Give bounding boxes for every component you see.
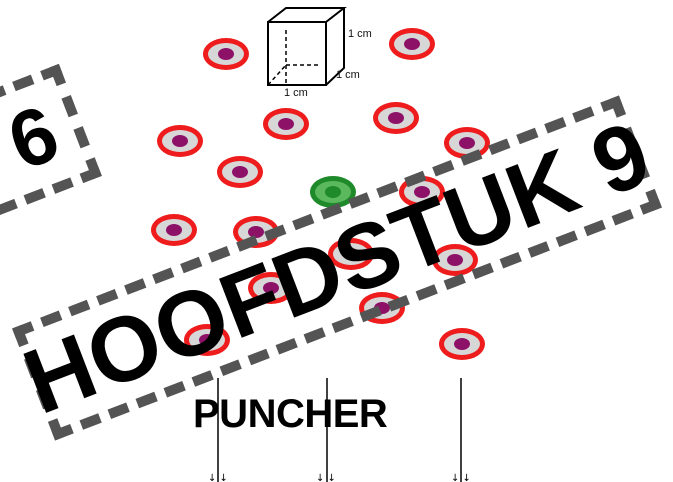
svg-text:↓ ↓: ↓ ↓ xyxy=(451,473,471,482)
target[interactable] xyxy=(439,328,485,360)
svg-text:↓ ↓: ↓ ↓ xyxy=(208,473,228,482)
target-center xyxy=(278,118,294,130)
target-center xyxy=(454,338,470,350)
game-title: PUNCHER xyxy=(193,392,433,448)
target-center xyxy=(166,224,182,236)
target-center xyxy=(218,48,234,60)
target-center xyxy=(404,38,420,50)
target-center xyxy=(325,186,341,198)
target[interactable] xyxy=(157,125,203,157)
target[interactable] xyxy=(263,108,309,140)
target[interactable] xyxy=(151,214,197,246)
target[interactable] xyxy=(203,38,249,70)
target[interactable] xyxy=(389,28,435,60)
target-center xyxy=(388,112,404,124)
target[interactable] xyxy=(373,102,419,134)
target[interactable] xyxy=(217,156,263,188)
target-center xyxy=(232,166,248,178)
target-center xyxy=(172,135,188,147)
svg-text:↓ ↓: ↓ ↓ xyxy=(316,473,336,482)
target-center xyxy=(459,137,475,149)
